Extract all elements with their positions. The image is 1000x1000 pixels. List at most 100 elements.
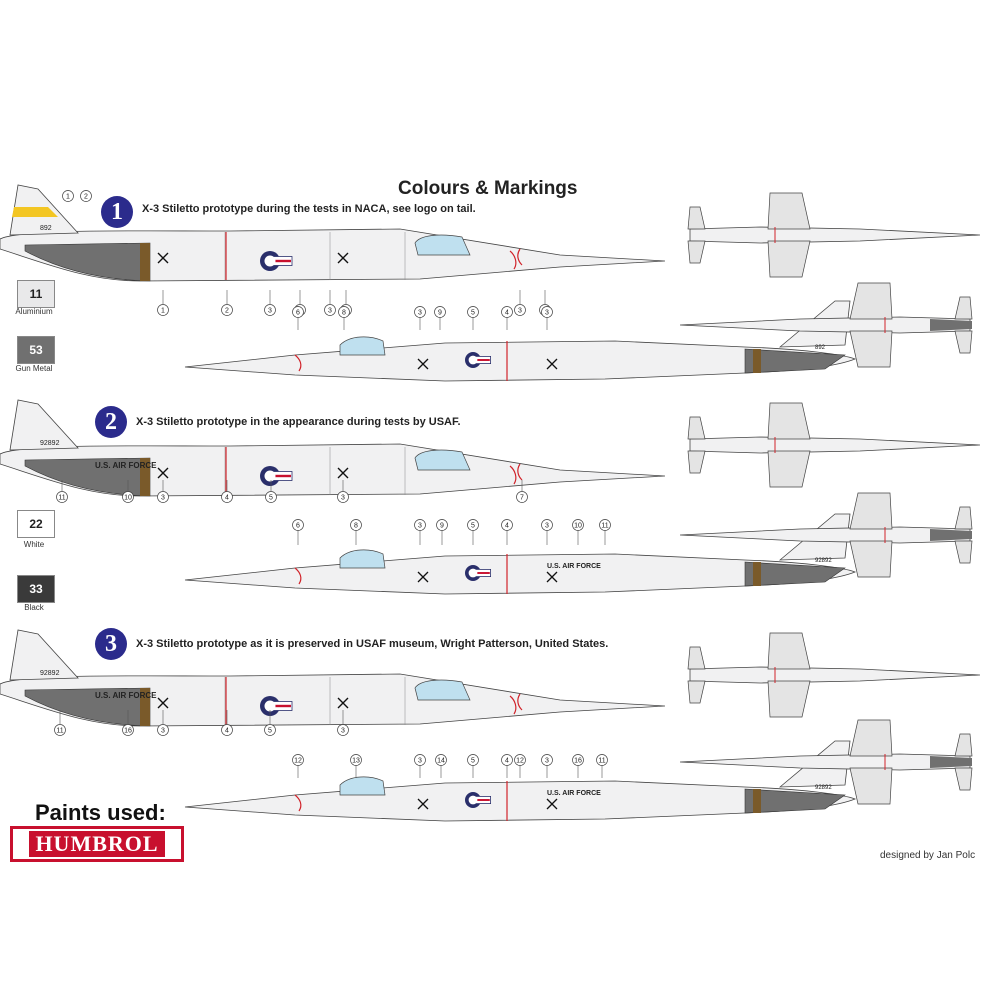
insignia-star [468,355,478,365]
plan-tail-upper [687,206,706,230]
paints-used-heading: Paints used: [35,800,166,825]
callout-number: 13 [352,758,360,765]
plan-fuselage [689,666,981,684]
x-marking [546,571,558,583]
callout-marker [264,304,276,316]
callout-number: 2 [84,194,88,201]
plan-wing-lower [767,450,811,488]
gun-metal-panel [744,348,846,374]
callout-number: 4 [505,310,509,317]
plan-wing-upper [849,719,893,757]
callout-number: 3 [341,495,345,502]
insignia-bar-stripe [273,704,291,708]
insignia-bar-stripe [273,474,291,478]
plan-tail-upper [687,416,706,440]
callout-marker [122,724,134,736]
paint-name: Aluminium [15,307,53,316]
tail-serial: 92892 [815,558,832,564]
callout-number: 3 [418,310,422,317]
scheme-2-badge: 2 [95,406,127,438]
plan-wing-upper [767,192,811,230]
plan-tail-lower [954,330,973,354]
callout-marker [467,519,479,531]
red-warning-arrow [509,463,523,485]
callout-number: 10 [124,495,132,502]
tail-serial: 92892 [40,440,60,447]
fuselage-lettering: U.S. AIR FORCE [95,461,157,470]
x-marking [337,467,349,479]
callout-marker [157,724,169,736]
callout-number: 7 [520,495,524,502]
callout-marker [596,754,608,766]
engine-bronze-band [753,562,761,586]
paint-swatch-53: 53 [17,336,55,364]
plan-view [679,492,973,578]
callout-marker [62,190,74,202]
paint-name: White [23,540,45,549]
plan-gun-metal [930,756,972,768]
callout-number: 3 [545,523,549,530]
red-warning-arrow [294,794,302,812]
callout-marker [434,306,446,318]
paint-code: 53 [29,343,43,357]
callout-number: 14 [437,758,445,765]
callout-marker [292,306,304,318]
x-marking [157,252,169,264]
scheme-3-badge: 3 [95,628,127,660]
insignia-bar-stripe [475,359,490,361]
callout-marker [501,306,513,318]
tail-serial: 92892 [40,670,60,677]
x-marking [337,697,349,709]
insignia-bar-stripe [273,259,291,263]
plan-fuselage [679,526,971,544]
canopy [414,679,471,701]
paint-swatch-11: 11 [17,280,55,308]
plan-wing-lower [767,240,811,278]
tail-serial: 892 [40,225,52,232]
fuselage-lettering: U.S. AIR FORCE [547,790,601,797]
plan-wing-upper [849,282,893,320]
x-marking [157,467,169,479]
callout-number: 8 [354,523,358,530]
side-view-port: 892 [184,300,857,382]
plan-tail-lower [954,540,973,564]
tail-serial: 892 [815,345,826,351]
callout-number: 11 [598,758,605,765]
scheme-1-badge: 1 [101,196,133,228]
callout-marker [541,754,553,766]
callout-marker [501,754,513,766]
plan-view [687,192,981,278]
callout-marker [338,306,350,318]
paint-swatch-22: 22 [17,510,55,538]
callout-number: 6 [296,310,300,317]
fuselage-lettering: U.S. AIR FORCE [547,563,601,570]
plan-wing-upper [767,402,811,440]
paint-code: 22 [29,517,43,531]
callout-marker [221,304,233,316]
callout-number: 4 [505,523,509,530]
callout-number: 11 [56,728,63,735]
callout-number: 1 [161,308,165,315]
callout-number: 3 [268,308,272,315]
x-marking [157,697,169,709]
callout-marker [436,519,448,531]
callout-marker [514,304,526,316]
insignia-bar-stripe [475,572,490,574]
callout-number: 1 [66,194,70,201]
x-marking [337,252,349,264]
insignia-bar-stripe [475,799,490,801]
callout-number: 8 [342,310,346,317]
callout-number: 4 [225,495,229,502]
naca-tail-band [12,207,58,217]
callout-number: 3 [418,523,422,530]
red-warning-arrow [509,248,523,270]
callout-number: 5 [471,758,475,765]
callout-number: 3 [161,728,165,735]
callout-marker [221,491,233,503]
plan-tail-lower [687,240,706,264]
scheme-3-description: X-3 Stiletto prototype as it is preserve… [136,638,609,650]
